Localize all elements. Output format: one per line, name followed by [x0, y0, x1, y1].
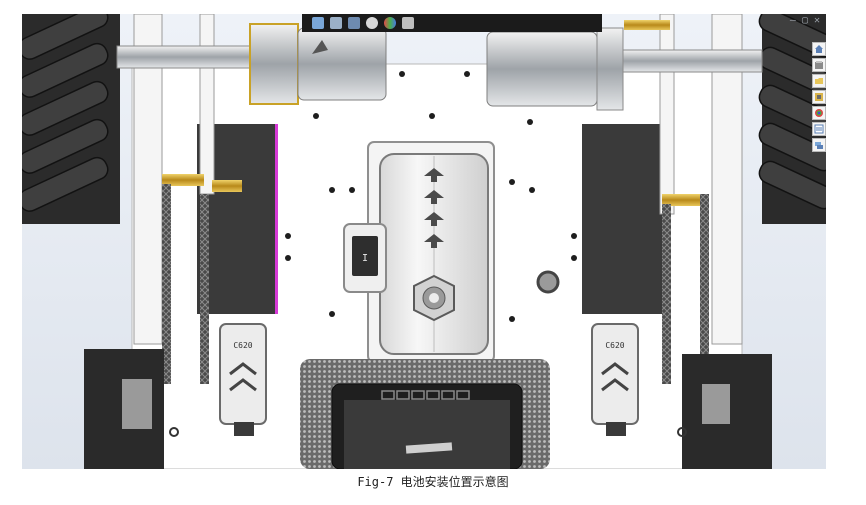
file-explorer-icon[interactable]: [812, 74, 826, 88]
brass-standoff-1: [162, 174, 204, 186]
lower-left-hole: [169, 427, 179, 437]
right-drive-motor: [486, 27, 624, 111]
left-carbon-strut: [162, 184, 171, 384]
robot-chassis-model: I C620 C620: [22, 14, 826, 469]
battery-switch-label: I: [362, 253, 368, 264]
home-icon[interactable]: [812, 42, 826, 56]
right-bottom-block-face: [702, 384, 730, 424]
controller-board-face: [344, 400, 510, 469]
appearance-icon[interactable]: [366, 17, 378, 29]
minimize-icon[interactable]: –: [789, 15, 796, 26]
right-upright-2: [659, 14, 675, 215]
left-esc-module: C620: [219, 323, 267, 436]
left-drive-motor: [249, 23, 387, 105]
right-carbon-strut: [662, 204, 671, 384]
display-style-icon[interactable]: [348, 17, 360, 29]
left-mecanum-wheel: [22, 14, 120, 224]
custom-properties-icon[interactable]: [812, 122, 826, 136]
forum-icon[interactable]: [812, 138, 826, 152]
view-palette-icon[interactable]: [812, 90, 826, 104]
scene-icon[interactable]: [384, 17, 396, 29]
right-axle: [601, 49, 763, 73]
view-settings-icon[interactable]: [402, 17, 414, 29]
right-side-frame: [582, 124, 662, 314]
restore-icon[interactable]: ▢: [801, 15, 808, 26]
task-pane: [812, 42, 828, 152]
3d-library-icon[interactable]: [812, 58, 826, 72]
battery-switch[interactable]: [352, 236, 378, 276]
left-axle: [116, 45, 268, 69]
controller-sticker: [405, 442, 453, 454]
appearances-icon[interactable]: [812, 106, 826, 120]
brass-standoff-4: [624, 20, 670, 30]
left-carbon-strut-2: [200, 194, 209, 384]
right-esc-label: C620: [605, 341, 624, 350]
battery: [379, 153, 489, 355]
left-frame-highlight-edge: [275, 124, 278, 314]
close-icon[interactable]: ✕: [813, 15, 820, 26]
left-upright-2: [199, 14, 215, 195]
brass-standoff-2: [212, 180, 242, 192]
heads-up-view-toolbar: [302, 14, 602, 32]
section-view-icon[interactable]: [330, 17, 342, 29]
cad-viewport[interactable]: I C620 C620: [22, 14, 826, 469]
controller-connectors: [381, 390, 470, 400]
lower-right-hole: [677, 427, 687, 437]
right-carbon-strut-2: [700, 194, 709, 384]
center-bearing: [536, 270, 560, 294]
window-controls: – ▢ ✕: [790, 15, 820, 26]
left-esc-label: C620: [233, 341, 252, 350]
left-upright-1: [133, 14, 163, 345]
mounting-holes: [285, 71, 577, 322]
figure-caption: Fig-7 电池安装位置示意图: [357, 475, 509, 489]
right-esc-module: C620: [591, 323, 639, 436]
left-bottom-block-face: [122, 379, 152, 429]
brass-standoff-3: [662, 194, 708, 206]
left-side-frame: [197, 124, 277, 314]
zoom-icon[interactable]: [312, 17, 324, 29]
